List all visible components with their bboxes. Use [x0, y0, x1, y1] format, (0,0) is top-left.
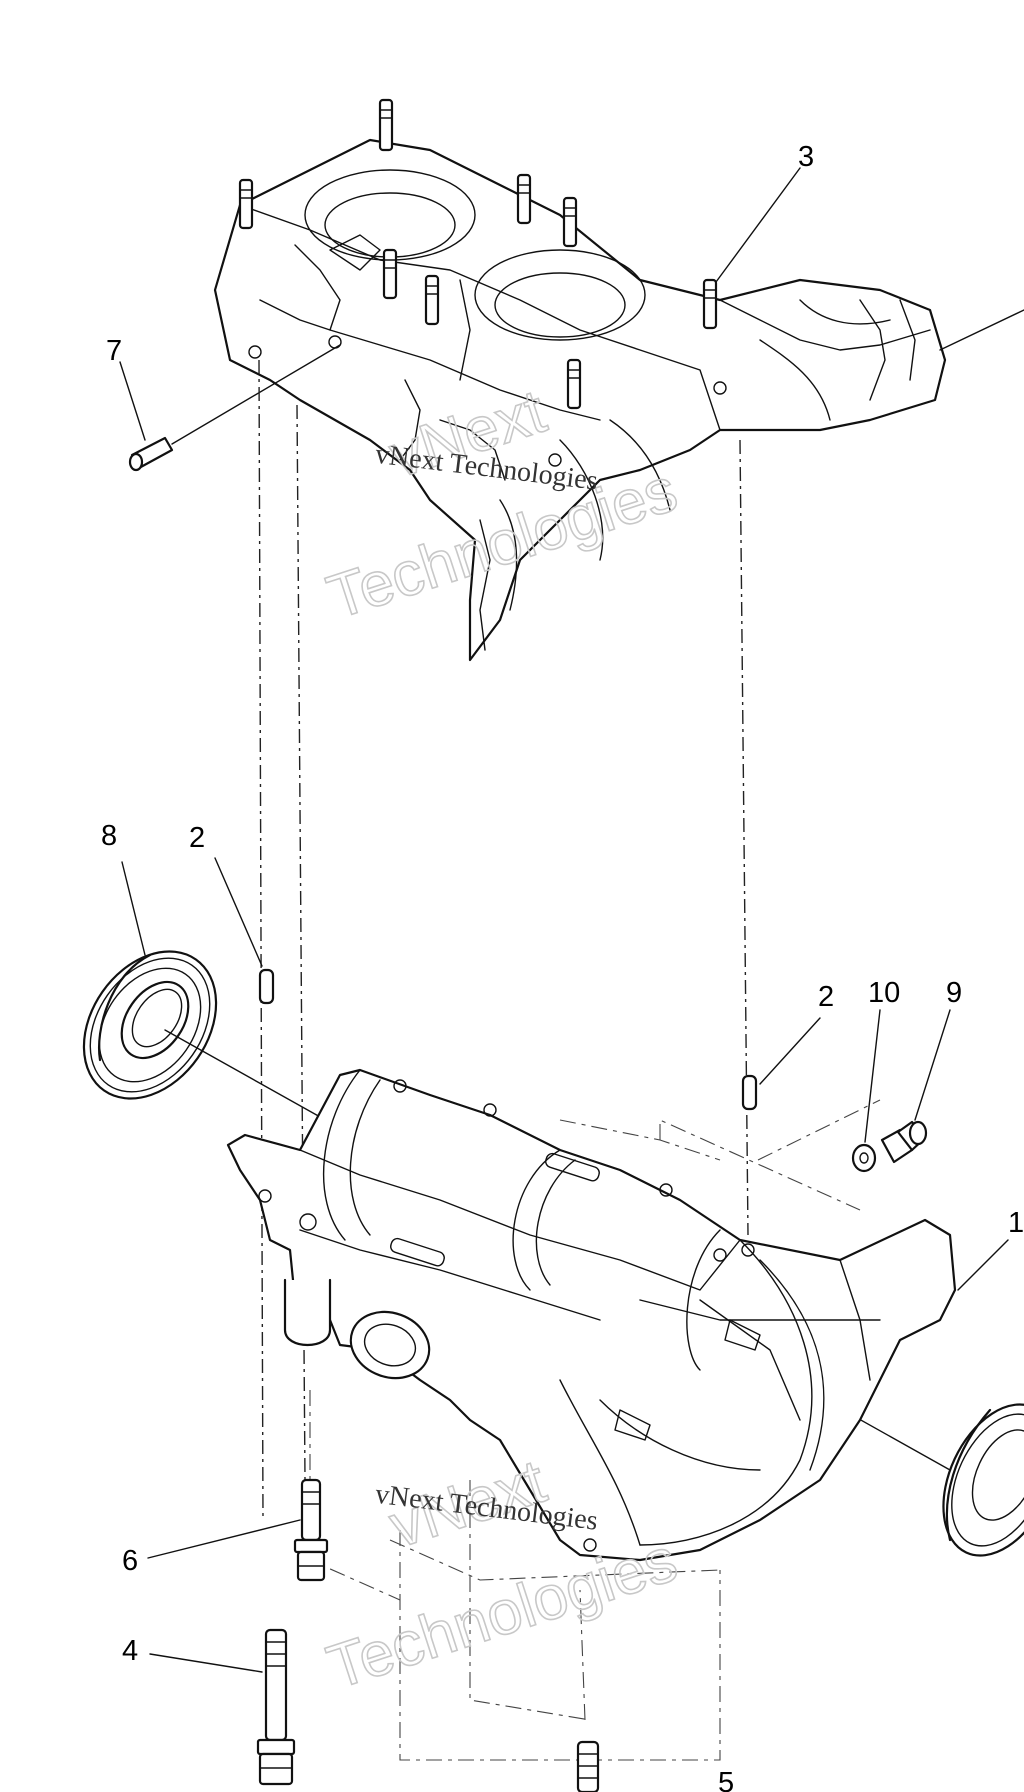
leader-lines: [119, 167, 1024, 1673]
part-2-dowel-left: [258, 968, 275, 1005]
callout-8: 8: [101, 820, 117, 852]
callout-labels: 3 7 8 2 2 10 9 1 6 4 5: [101, 141, 1024, 1792]
part-2-dowel-right: [741, 1074, 758, 1111]
callout-4: 4: [122, 1635, 138, 1667]
callout-2-right: 2: [818, 981, 834, 1013]
callout-7: 7: [106, 335, 122, 367]
callout-5: 5: [718, 1767, 734, 1792]
part-1-oil-seal-right: [942, 1403, 1024, 1557]
callout-9: 9: [946, 977, 962, 1009]
part-4-long-bolt: [256, 1628, 296, 1786]
watermark-big-line2-lower: Technologies: [320, 1525, 686, 1702]
lower-crankcase: [226, 1068, 957, 1562]
callout-10: 10: [868, 977, 900, 1009]
part-10-washer: [851, 1143, 877, 1173]
part-8-oil-seal: [82, 950, 218, 1100]
part-6-bolt: [293, 1478, 329, 1582]
part-7-pin: [128, 344, 341, 472]
callout-6: 6: [122, 1545, 138, 1577]
callout-2-left: 2: [189, 822, 205, 854]
part-5-bolt: [576, 1740, 600, 1792]
callout-3: 3: [798, 141, 814, 173]
callout-1: 1: [1008, 1207, 1024, 1239]
upper-studs: [238, 98, 718, 410]
part-9-drain-plug: [880, 1120, 928, 1164]
